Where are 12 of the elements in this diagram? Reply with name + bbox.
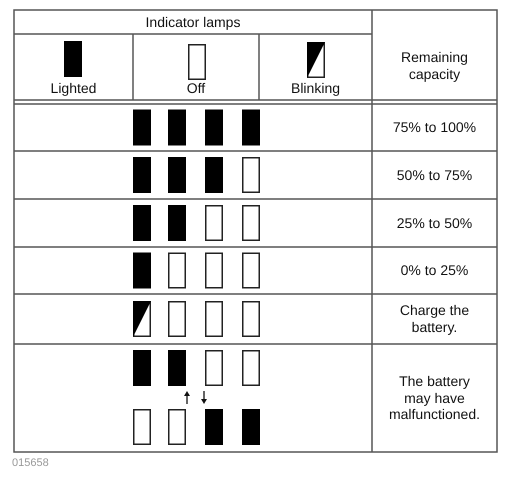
capacity-value: The battery may have malfunctioned. [388,372,482,424]
lamp-state-label: Blinking [290,80,340,96]
capacity-value: Charge the battery. [398,302,470,336]
column-header: Indicator lamps [146,14,240,30]
capacity-value: 0% to 25% [400,262,468,279]
capacity-value: 25% to 50% [396,214,472,232]
figure-code: 015658 [12,457,49,471]
column-header: Remaining capacity [400,49,469,83]
lamp-state-label: Off [186,80,206,96]
lamp-state-label: Lighted [50,80,96,96]
capacity-value: 75% to 100% [392,119,476,136]
capacity-value: 50% to 75% [396,166,472,184]
